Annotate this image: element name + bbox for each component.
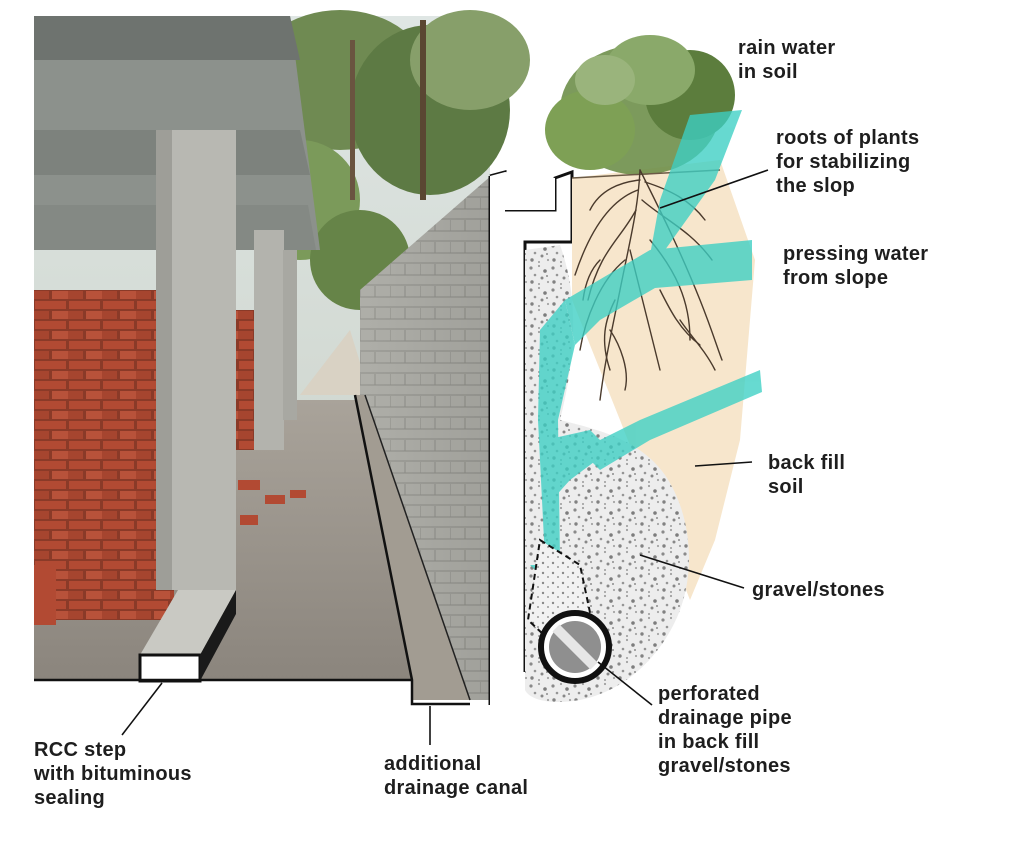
label-line: from slope [783, 267, 889, 289]
label-line: soil [768, 476, 804, 498]
label-line: drainage canal [384, 777, 529, 799]
label-line: back fill [768, 452, 846, 474]
label-rcc-step: RCC step with bituminous sealing [34, 738, 192, 810]
label-drainage-canal: additional drainage canal [384, 752, 528, 800]
label-line: in back fill [658, 731, 760, 753]
label-line: roots of plants [776, 127, 920, 149]
tree-icon [545, 35, 735, 175]
label-line: gravel/stones [752, 579, 885, 601]
label-pipe: perforated drainage pipe in back fill gr… [658, 682, 792, 778]
label-line: for stabilizing [776, 151, 911, 173]
water-flow [530, 110, 762, 585]
label-gravel: gravel/stones [752, 578, 885, 602]
label-pressing-water: pressing water from slope [783, 242, 928, 290]
drainage-canal [353, 394, 471, 706]
label-line: additional [384, 753, 482, 775]
label-roots: roots of plants for stabilizing the slop [776, 126, 919, 198]
wall-section [488, 169, 574, 705]
construction-photo [34, 10, 530, 706]
brick-wall [34, 290, 174, 620]
rcc-step [138, 590, 236, 683]
leader-lines [121, 169, 769, 745]
label-back-fill: back fill soil [768, 451, 845, 499]
drainage-pipe-icon [526, 538, 612, 684]
label-rain-water: rain water in soil [738, 36, 835, 84]
label-line: sealing [34, 787, 106, 809]
label-line: in soil [738, 61, 798, 83]
label-line: drainage pipe [658, 707, 792, 729]
label-line: the slop [776, 175, 856, 197]
label-line: with bituminous [34, 763, 192, 785]
label-line: perforated [658, 683, 760, 705]
label-line: rain water [738, 37, 836, 59]
roots-icon [574, 169, 723, 401]
label-line: gravel/stones [658, 755, 791, 777]
label-line: pressing water [783, 243, 929, 265]
label-line: RCC step [34, 739, 127, 761]
